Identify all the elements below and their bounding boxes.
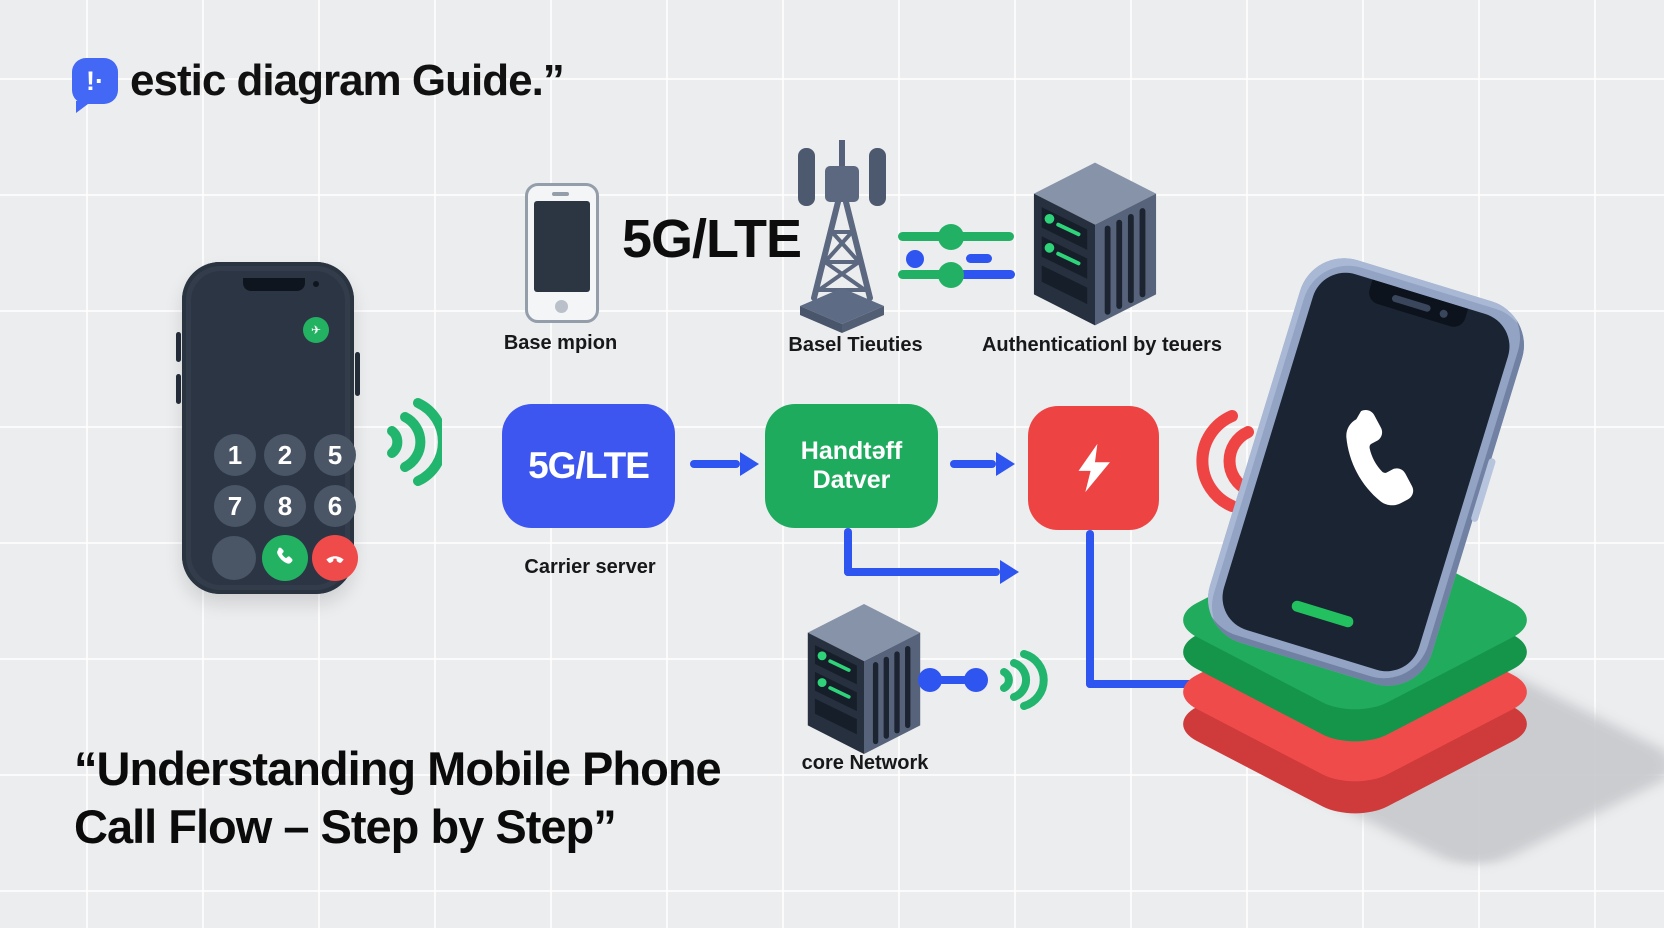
carrier-node-label: 5G/LTE: [528, 445, 650, 486]
green-signal-waves-icon: [387, 398, 442, 486]
lightning-bolt-icon: [1078, 443, 1110, 493]
auth-server-icon: [1033, 162, 1157, 326]
arrow-right-icon: [740, 452, 759, 476]
caller-phone-screen: ✈ 1 2 5 7 8 6: [191, 271, 358, 585]
power-button[interactable]: [1470, 457, 1497, 523]
ringing-phone: [1196, 246, 1536, 698]
channel-line: [898, 270, 976, 279]
phone-handset-icon: [1346, 410, 1414, 506]
flow-connector: [844, 528, 852, 576]
blue-dot-icon: [906, 250, 924, 268]
flow-connector: [690, 460, 740, 468]
ringing-phone-screen: [1214, 264, 1518, 680]
core-network-label: core Network: [801, 752, 929, 774]
signal-node[interactable]: [1028, 406, 1159, 530]
link-dot-icon: [964, 668, 988, 692]
channel-knob[interactable]: [938, 262, 964, 288]
green-signal-waves-icon: [1000, 650, 1048, 710]
volume-button[interactable]: [176, 332, 181, 362]
handset-device: [525, 183, 599, 323]
keypad-key[interactable]: 5: [314, 434, 356, 476]
main-title-line1: “Understanding Mobile Phone: [74, 742, 722, 795]
speaker-slot-icon: [552, 192, 569, 196]
carrier-caption: Carrier server: [524, 556, 656, 578]
flow-connector: [1086, 680, 1244, 688]
call-button[interactable]: [262, 535, 308, 581]
answer-slider[interactable]: [1290, 599, 1355, 629]
cell-tower-icon: [798, 140, 886, 333]
camera-dot-icon: [1438, 308, 1449, 319]
flow-connector: [950, 460, 996, 468]
handoff-node-line2: Datver: [812, 466, 891, 494]
handset-label: Base mpion: [503, 332, 618, 354]
channel-line: [960, 270, 1015, 279]
keypad-key[interactable]: 2: [264, 434, 306, 476]
caller-phone: ✈ 1 2 5 7 8 6: [176, 262, 360, 594]
arrow-right-icon: [1000, 560, 1019, 584]
phone-handset-icon: [277, 547, 293, 564]
arrow-right-icon: [996, 452, 1015, 476]
core-network-server-icon: [807, 604, 921, 754]
channel-knob[interactable]: [938, 224, 964, 250]
speech-bubble-glyph: !·: [86, 65, 104, 96]
keypad-key[interactable]: 1: [214, 434, 256, 476]
volume-button[interactable]: [176, 374, 181, 404]
auth-label: Authenticationl by teuers: [981, 334, 1223, 356]
main-title: “Understanding Mobile Phone Call Flow – …: [74, 740, 722, 857]
blue-dash-icon: [966, 254, 992, 263]
speaker-slot-icon: [1391, 294, 1432, 313]
keypad-blank-button[interactable]: [212, 536, 256, 580]
tower-label: Basel Tieuties: [788, 334, 923, 356]
keypad-key[interactable]: 6: [314, 485, 356, 527]
handset-screen: [534, 201, 590, 292]
phone-notch: [243, 278, 305, 291]
handoff-node-line1: Handtəff: [800, 436, 903, 465]
status-badge-glyph: ✈: [310, 323, 322, 337]
speech-bubble-icon: !·: [72, 58, 118, 113]
phone-hangup-icon: [326, 556, 344, 563]
flow-connector: [844, 568, 1000, 576]
home-button-icon[interactable]: [555, 300, 568, 313]
hangup-button[interactable]: [312, 535, 358, 581]
status-badge-icon: ✈: [303, 317, 329, 343]
power-button[interactable]: [355, 352, 360, 396]
handoff-node[interactable]: Handtəff Datver: [765, 404, 938, 528]
camera-dot-icon: [313, 281, 319, 287]
flow-connector: [930, 676, 980, 684]
phone-notch: [1366, 279, 1469, 330]
keypad-key[interactable]: 8: [264, 485, 306, 527]
flow-connector: [1086, 530, 1094, 688]
page-title: estic diagram Guide.”: [130, 56, 565, 105]
keypad-key[interactable]: 7: [214, 485, 256, 527]
main-title-line2: Call Flow – Step by Step”: [74, 800, 617, 854]
network-title: 5G/LTE: [622, 209, 802, 269]
carrier-node[interactable]: 5G/LTE: [502, 404, 675, 528]
